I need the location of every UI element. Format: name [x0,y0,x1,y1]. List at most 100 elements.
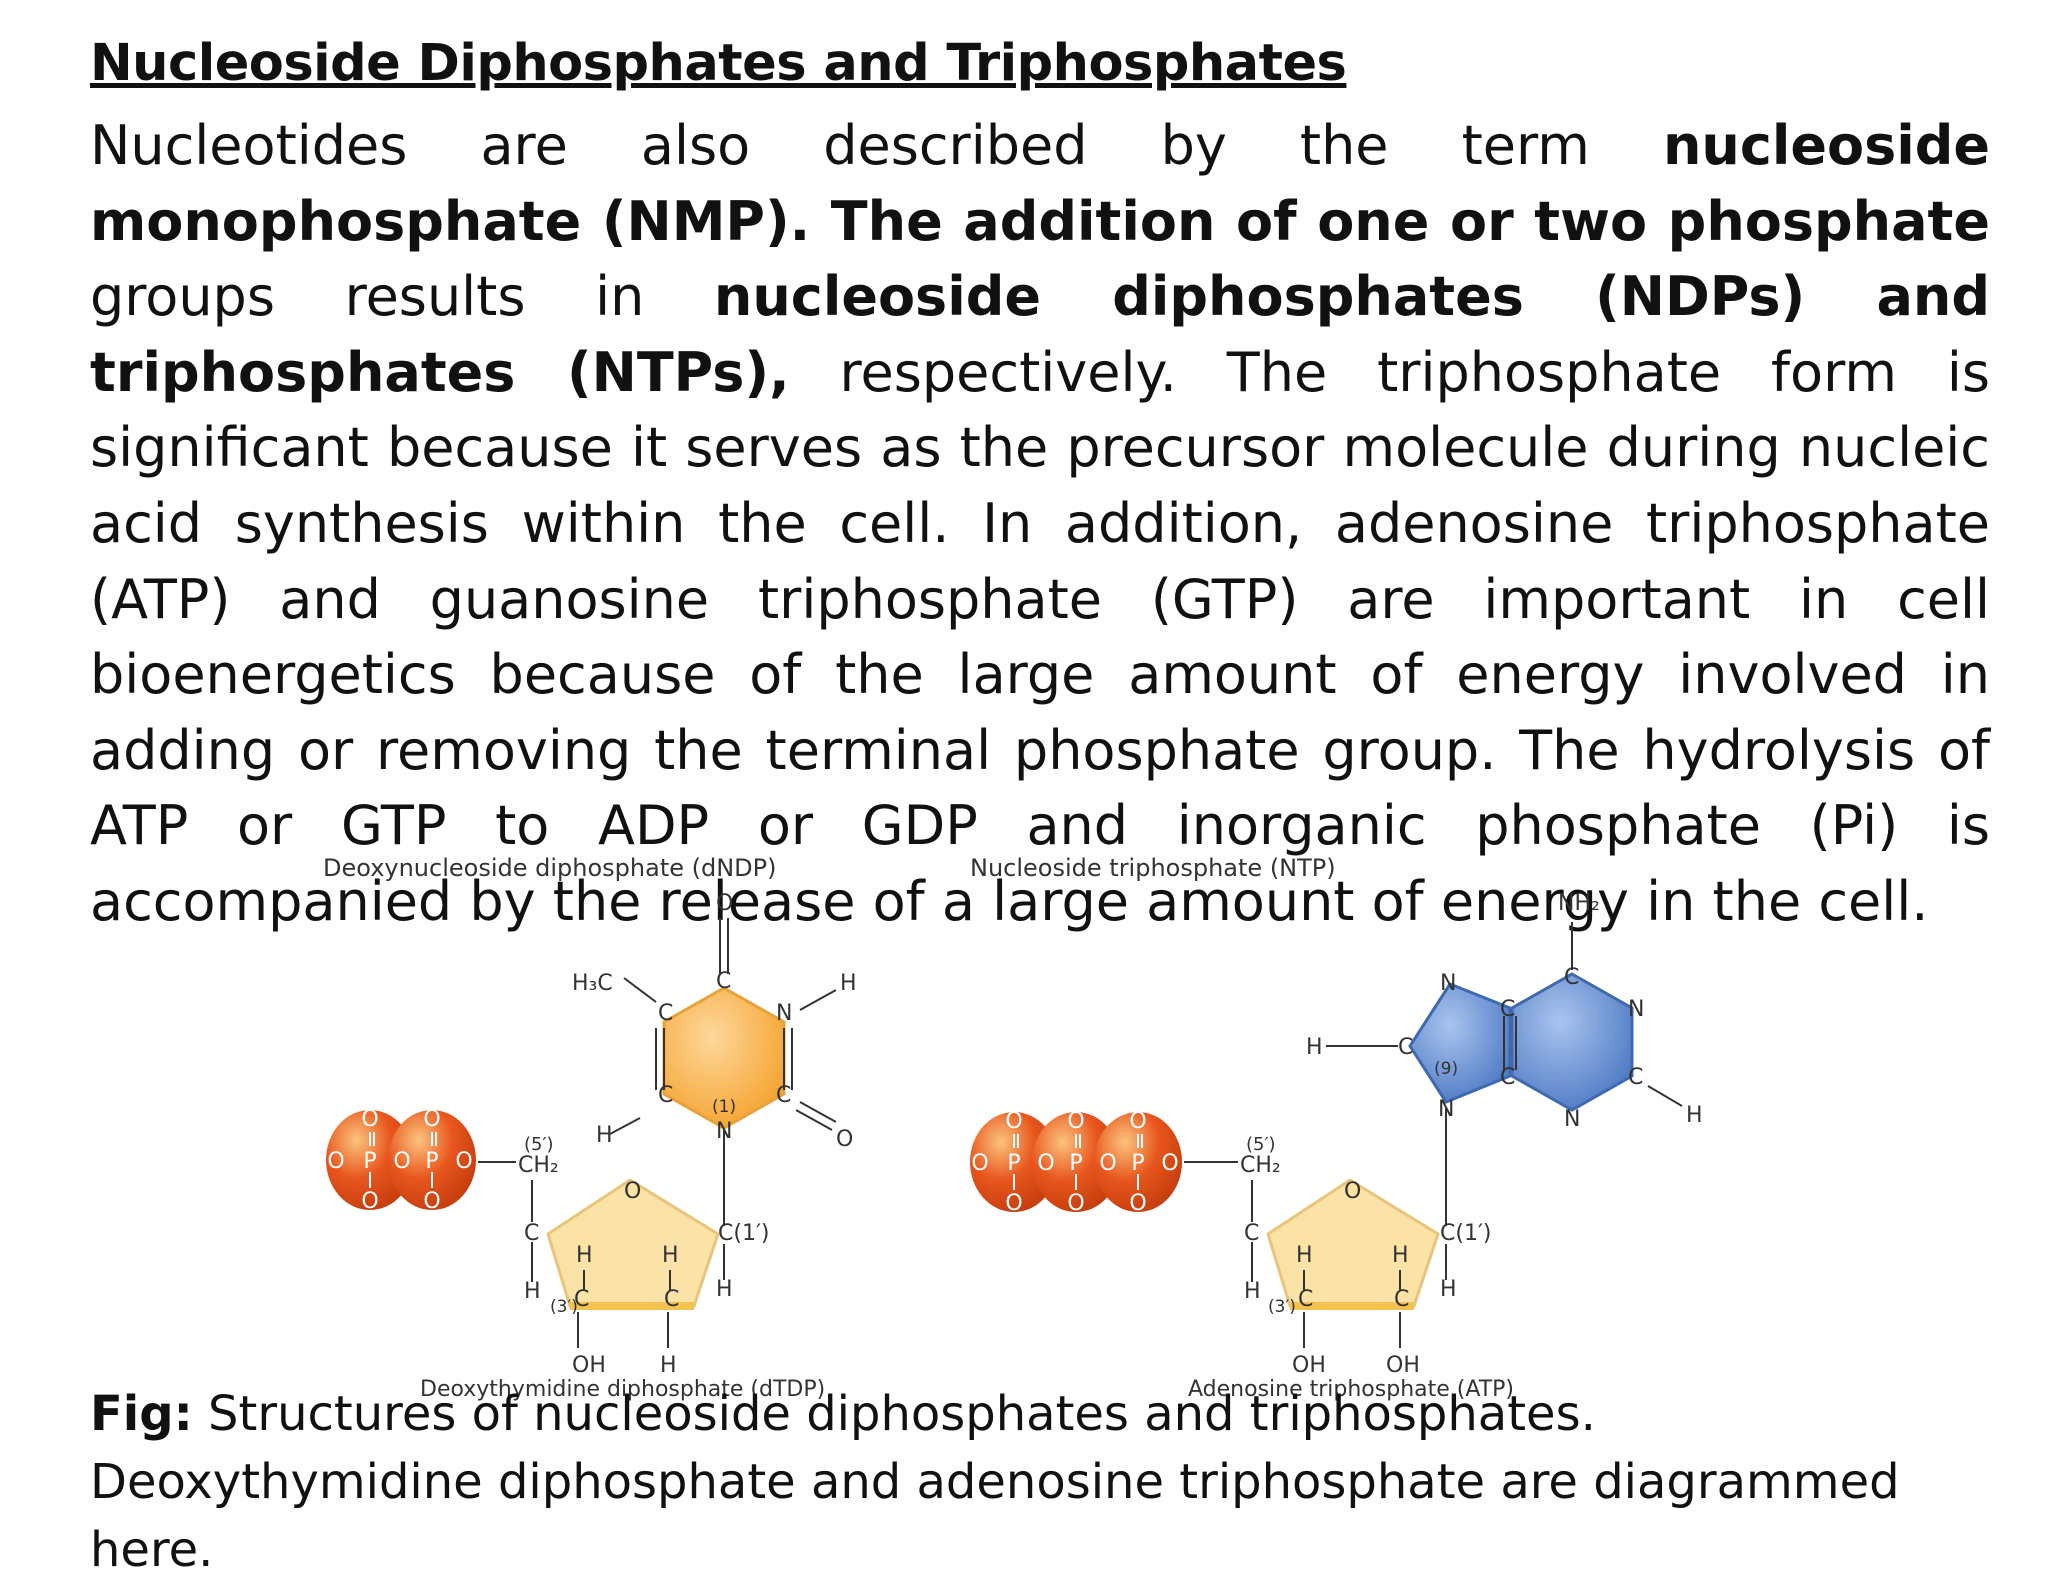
hydrogen-label: H [716,1277,733,1302]
hydrogen-label: H [524,1279,541,1304]
oh-label: OH [1292,1353,1326,1378]
hydrogen-label: H [1440,1277,1457,1302]
phosphate-oxygen-label: O [423,1107,440,1132]
c1-label: C(1′) [1440,1221,1492,1246]
carbon-label: C [716,969,731,994]
carbon-label: C [1628,1065,1643,1090]
position-label: (9) [1434,1059,1458,1079]
amine-label: NH₂ [1558,891,1600,916]
paragraph-bold-text: nucleoside monophosphate (NMP). The addi… [90,114,1990,253]
carbon-label: C [574,1287,589,1312]
base-ring [662,986,786,1130]
carbon-label: C [1500,1065,1515,1090]
phosphate-sphere [1032,1112,1120,1212]
hydrogen-label: H [1686,1103,1703,1128]
right-structure-heading: Nucleoside triphosphate (NTP) [970,854,1336,882]
oxygen-label: O [836,1127,853,1152]
nitrogen-label: N [1440,971,1456,996]
c3-label: (3′) [550,1297,578,1317]
nitrogen-label: N [776,1001,792,1026]
phosphate-sphere [1094,1112,1182,1212]
body-paragraph: Nucleotides are also described by the te… [90,108,1990,940]
caption-label: Fig: [90,1386,193,1442]
hydrogen-label: H [1392,1243,1409,1268]
nitrogen-label: N [1564,1107,1580,1132]
right-ribose [1266,1178,1440,1310]
phosphate-sphere [388,1110,476,1210]
left-structure-name: Deoxythymidine diphosphate (dTDP) [420,1377,825,1402]
right-structure-name: Adenosine triphosphate (ATP) [1188,1377,1514,1402]
hydrogen-label: H [1296,1243,1313,1268]
phosphorus-label: P [1069,1151,1082,1176]
c5-label: (5′) [1246,1134,1276,1155]
imidazole-ring [1408,982,1512,1104]
carbon-label: C [776,1083,791,1108]
oxygen-label: O [716,891,733,916]
oh-label: OH [572,1353,606,1378]
figure-caption: Fig: Structures of nucleoside diphosphat… [90,1380,1970,1584]
hydrogen-label: H [660,1353,677,1378]
phosphorus-label: P [1131,1151,1144,1176]
carbon-label: C [1564,965,1579,990]
carbon-label: C [658,1001,673,1026]
carbon-label: C [524,1221,539,1246]
carbon-label: C [664,1287,679,1312]
position-label: (1) [712,1097,736,1117]
structure-figure: Deoxynucleoside diphosphate (dNDP) Nucle… [323,854,1703,1402]
phosphate-oxygen-label: O [1067,1191,1084,1216]
phosphate-oxygen-label: O [1129,1191,1146,1216]
phosphate-oxygen-label: O [455,1149,472,1174]
phosphate-sphere [326,1110,414,1210]
right-purine-base [1408,972,1634,1112]
right-triphosphate-group: O P O P O P O O O O O O O [970,1109,1182,1216]
c1-label: C(1′) [718,1221,770,1246]
c3-label: (3′) [1268,1297,1296,1317]
phosphate-oxygen-label: O [327,1149,344,1174]
phosphorus-label: P [363,1149,376,1174]
carbon-label: C [1500,997,1515,1022]
c5-label: (5′) [524,1134,554,1155]
carbon-label: C [1244,1221,1259,1246]
phosphate-oxygen-label: O [393,1149,410,1174]
ch2-label: CH₂ [1240,1153,1281,1178]
phosphate-oxygen-label: O [423,1189,440,1214]
hydrogen-label: H [576,1243,593,1268]
hydrogen-label: H [662,1243,679,1268]
ring-oxygen-label: O [1344,1179,1361,1204]
paragraph-text: Nucleotides are also described by the te… [90,114,1663,177]
nitrogen-label: N [1438,1097,1454,1122]
nitrogen-label: N [1628,997,1644,1022]
phosphate-oxygen-label: O [1005,1191,1022,1216]
caption-text: Structures of nucleoside diphosphates an… [90,1386,1900,1578]
phosphate-oxygen-label: O [1129,1109,1146,1134]
phosphate-oxygen-label: O [971,1151,988,1176]
carbon-label: C [1398,1035,1413,1060]
pyrimidine-ring [1510,972,1634,1112]
oh-label: OH [1386,1353,1420,1378]
hydrogen-label: H [840,971,857,996]
paragraph-bold-text: nucleoside diphosphates (NDPs) and triph… [90,265,1991,404]
carbon-label: C [658,1083,673,1108]
ch2-label: CH₂ [518,1153,559,1178]
ring-oxygen-label: O [624,1179,641,1204]
left-deoxyribose [546,1178,720,1310]
carbon-label: C [1394,1287,1409,1312]
hydrogen-label: H [1306,1035,1323,1060]
phosphate-oxygen-label: O [1099,1151,1116,1176]
methyl-label: H₃C [572,971,613,996]
phosphate-oxygen-label: O [1067,1109,1084,1134]
left-diphosphate-group: O P O P O O O O O [326,1107,476,1214]
phosphate-sphere [970,1112,1058,1212]
phosphorus-label: P [1007,1151,1020,1176]
hydrogen-label: H [1244,1279,1261,1304]
phosphorus-label: P [425,1149,438,1174]
paragraph-text: respectively. The triphosphate form is s… [90,340,1990,933]
page-title: Nucleoside Diphosphates and Triphosphate… [90,34,1347,93]
paragraph-text: groups results in [90,265,714,329]
left-structure-heading: Deoxynucleoside diphosphate (dNDP) [323,854,777,882]
nitrogen-label: N [716,1119,732,1144]
phosphate-oxygen-label: O [1037,1151,1054,1176]
phosphate-oxygen-label: O [1005,1109,1022,1134]
hydrogen-label: H [596,1123,613,1148]
phosphate-oxygen-label: O [361,1189,378,1214]
